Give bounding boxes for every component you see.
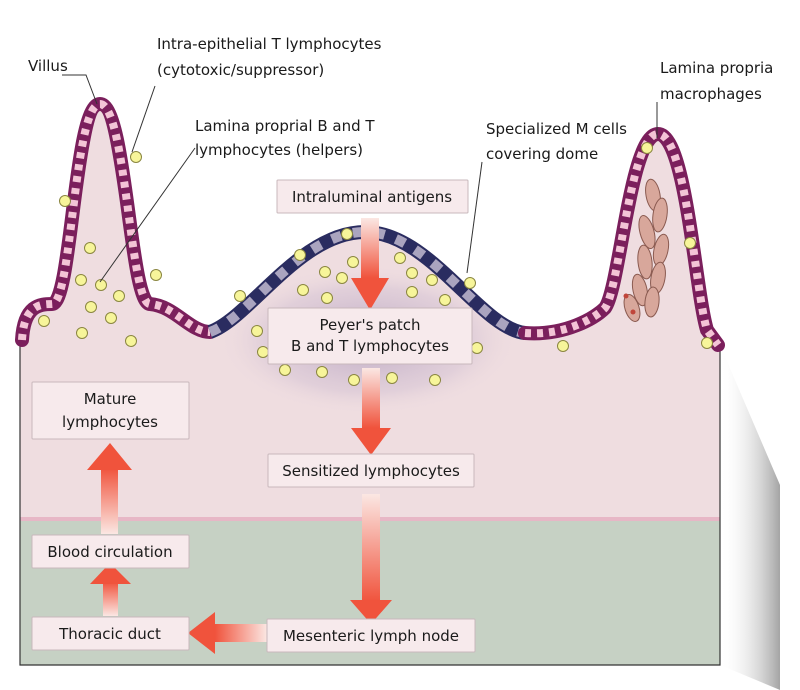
arrowhead-node-to-duct (188, 612, 215, 654)
lymphocytes (38, 142, 713, 386)
blood-circulation-text: Blood circulation (47, 543, 172, 561)
arrow-patch-to-sensitized (362, 368, 380, 428)
box-blood-circulation: Blood circulation (31, 534, 190, 569)
box-thoracic-duct: Thoracic duct (31, 616, 190, 651)
box-mesenteric-lymph-node: Mesenteric lymph node (266, 618, 476, 653)
arrowhead-duct-to-blood (90, 563, 131, 584)
label-m-cells-line1: Specialized M cells (486, 120, 627, 138)
depth-shadow (720, 345, 780, 690)
thoracic-duct-text: Thoracic duct (58, 625, 161, 643)
leader-lines (62, 74, 658, 283)
box-intraluminal-antigens: Intraluminal antigens (276, 179, 469, 214)
arrow-antigen-to-patch (361, 218, 379, 278)
layer-divider (20, 517, 720, 521)
arrow-duct-to-blood (103, 582, 118, 616)
label-lamina-proprial-line2: lymphocytes (helpers) (195, 141, 363, 159)
left-villus-cells (18, 99, 211, 341)
right-villus-cells (524, 129, 722, 348)
label-villus: Villus (28, 57, 68, 75)
mesenteric-lymph-node-text: Mesenteric lymph node (283, 627, 459, 645)
arrow-node-to-duct (215, 624, 267, 642)
label-lamina-proprial-line1: Lamina proprial B and T (195, 117, 375, 135)
macrophage-cluster (623, 178, 670, 322)
m-cells (208, 226, 527, 338)
label-macrophages-line1: Lamina propria (660, 59, 773, 77)
sensitized-lymphocytes-text: Sensitized lymphocytes (282, 462, 460, 480)
arrowhead-blood-to-mature (87, 443, 132, 470)
arrow-sensitized-to-node (362, 494, 380, 602)
intraluminal-antigens-text: Intraluminal antigens (292, 188, 452, 206)
flow-arrows (87, 218, 392, 654)
box-peyers-patch: Peyer's patch B and T lymphocytes (267, 307, 473, 365)
arrowhead-sensitized-to-node (350, 600, 392, 624)
box-sensitized-lymphocytes: Sensitized lymphocytes (267, 453, 475, 488)
label-iel-line2: (cytotoxic/suppressor) (157, 61, 324, 79)
arrowhead-antigen-to-patch (351, 278, 389, 310)
arrowhead-patch-to-sensitized (351, 428, 391, 455)
label-macrophages-line2: macrophages (660, 85, 762, 103)
tissue-outline (19, 340, 721, 666)
peyers-patch-text-line1: Peyer's patch (319, 316, 420, 334)
arrow-blood-to-mature (101, 468, 118, 534)
label-m-cells-line2: covering dome (486, 145, 598, 163)
mature-lymphocytes-text-line1: Mature (84, 390, 137, 408)
box-mature-lymphocytes: Mature lymphocytes (31, 381, 190, 440)
mature-lymphocytes-text-line2: lymphocytes (62, 413, 158, 431)
peyers-patch-text-line2: B and T lymphocytes (291, 337, 449, 355)
label-iel-line1: Intra-epithelial T lymphocytes (157, 35, 382, 53)
